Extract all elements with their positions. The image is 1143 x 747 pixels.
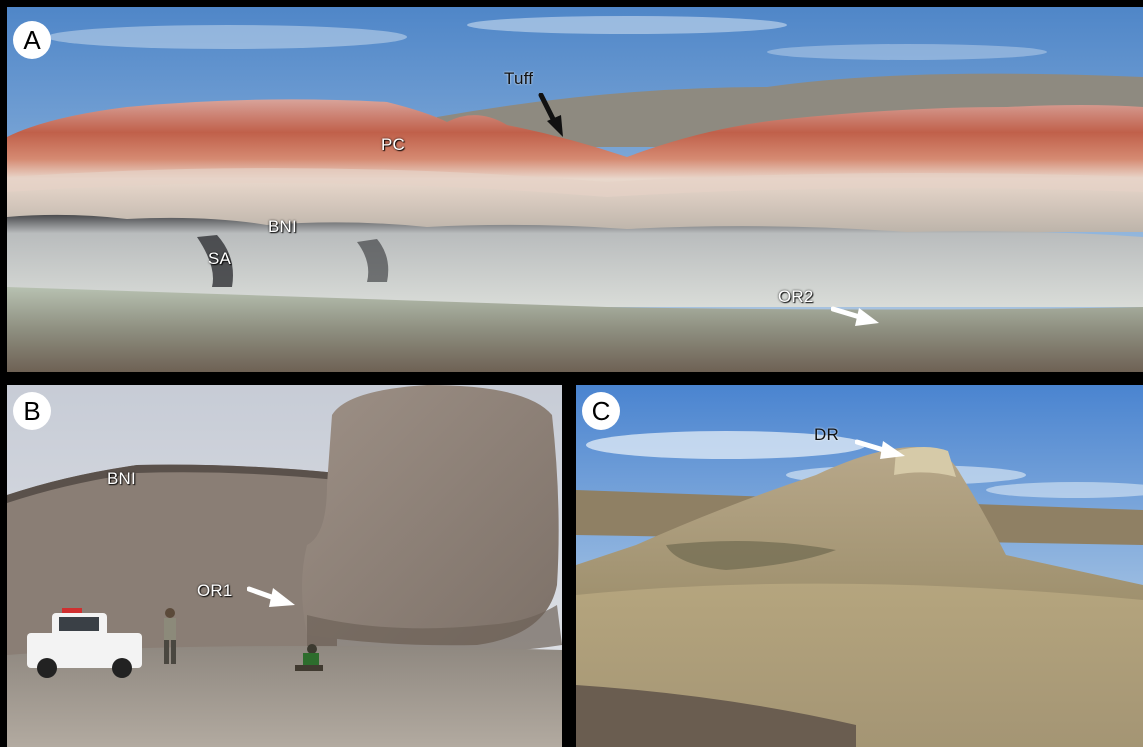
panel-b-letter: B — [13, 392, 51, 430]
panel-a-photo: A Tuff PC BNI SA OR2 — [7, 7, 1143, 372]
or1-arrow-icon — [247, 586, 295, 607]
label-dr: DR — [814, 425, 839, 444]
label-pc: PC — [381, 135, 406, 154]
person-standing — [164, 608, 176, 664]
label-bni-a: BNI — [268, 217, 297, 236]
panel-c-photo: C DR — [576, 385, 1143, 747]
pickup-truck — [27, 608, 142, 678]
dr-arrow-icon — [855, 439, 905, 459]
tuff-arrow-icon — [538, 93, 563, 137]
label-or2: OR2 — [778, 287, 814, 306]
panel-c-letter: C — [582, 392, 620, 430]
label-bni-b: BNI — [107, 469, 136, 488]
person-sitting — [295, 644, 323, 671]
label-tuff: Tuff — [504, 69, 534, 88]
panel-a-letter: A — [13, 21, 51, 59]
label-sa: SA — [208, 249, 232, 268]
panel-c-landscape — [576, 385, 1143, 747]
or2-arrow-icon — [831, 306, 879, 326]
panel-a-landscape — [7, 7, 1143, 372]
panel-b-photo: B BNI OR1 — [7, 385, 562, 747]
label-or1: OR1 — [197, 581, 233, 600]
panel-b-landscape — [7, 385, 562, 747]
